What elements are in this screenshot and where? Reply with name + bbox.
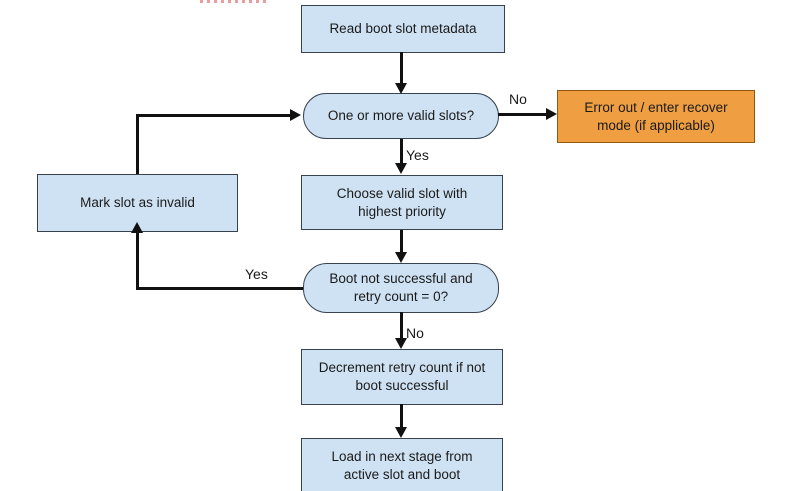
decision-boot-not-successful: Boot not successful and retry count = 0? [303, 263, 499, 313]
edge-bootcheck-to-mark-hline [136, 287, 303, 290]
edge-valid-to-choose-line [400, 139, 403, 164]
edge-label-yes-valid: Yes [406, 147, 429, 163]
node-decrement-retry-count: Decrement retry count if not boot succes… [301, 349, 503, 405]
edge-valid-to-choose-arrowhead [395, 163, 407, 174]
edge-bootcheck-to-decrement-line [400, 312, 403, 338]
edge-choose-to-bootcheck-line [400, 230, 403, 253]
edge-read-to-valid-arrowhead [395, 83, 407, 94]
node-load-next-stage: Load in next stage from active slot and … [301, 438, 503, 491]
edge-bootcheck-to-decrement-arrowhead [395, 338, 407, 349]
edge-mark-to-valid-arrowhead [290, 109, 301, 121]
edge-valid-to-error-arrowhead [546, 108, 557, 120]
edge-bootcheck-to-mark-vline [136, 233, 139, 290]
edge-label-yes-bootcheck: Yes [245, 266, 268, 282]
edge-mark-to-valid-vline [136, 114, 139, 174]
edge-valid-to-error-line [498, 113, 546, 116]
node-read-boot-metadata: Read boot slot metadata [301, 5, 505, 53]
edge-choose-to-bootcheck-arrowhead [395, 252, 407, 263]
node-choose-valid-slot: Choose valid slot with highest priority [301, 175, 503, 230]
red-dotted-artifact [200, 0, 268, 3]
edge-label-no-valid: No [509, 91, 527, 107]
edge-decrement-to-load-line [400, 404, 403, 428]
edge-mark-to-valid-hline [136, 114, 290, 117]
node-error-recover-mode: Error out / enter recover mode (if appli… [557, 90, 755, 143]
edge-label-no-bootcheck: No [406, 325, 424, 341]
edge-read-to-valid-line [400, 52, 403, 84]
edge-decrement-to-load-arrowhead [395, 427, 407, 438]
decision-valid-slots: One or more valid slots? [303, 93, 499, 139]
edge-bootcheck-to-mark-arrowhead [131, 222, 143, 233]
